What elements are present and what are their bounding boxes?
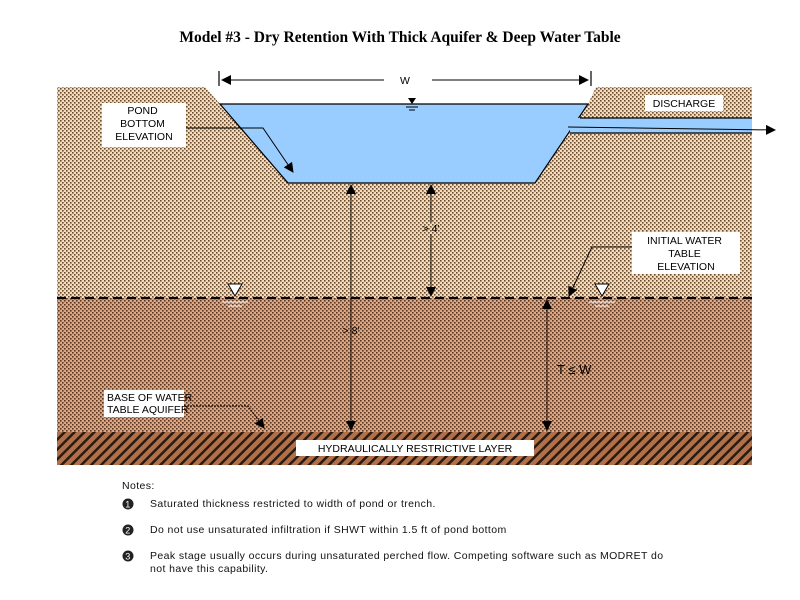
notes-heading: Notes: <box>122 480 155 492</box>
discharge-label: DISCHARGE <box>653 98 715 110</box>
discharge-pipe <box>570 118 752 133</box>
pond-bottom-label: POND BOTTOM ELEVATION <box>115 105 172 143</box>
base-aquifer-label: BASE OF WATER TABLE AQUIFER <box>107 392 195 416</box>
note-number-icon: 2 <box>122 524 134 536</box>
diagram-title: Model #3 - Dry Retention With Thick Aqui… <box>179 29 620 46</box>
water-table-leader <box>568 246 632 297</box>
note-item: 3 Peak stage usually occurs during unsat… <box>122 550 682 576</box>
pond-water-level-icon <box>406 98 418 111</box>
initial-water-table-label: INITIAL WATER TABLE ELEVATION <box>647 235 725 273</box>
water-table-symbol-icon <box>222 283 248 307</box>
depth-to-water-table-label: > 4' <box>423 223 440 235</box>
note-number-icon: 3 <box>122 550 134 562</box>
svg-text:2: 2 <box>125 526 130 536</box>
base-aquifer-leader <box>184 405 265 429</box>
svg-text:1: 1 <box>125 500 130 510</box>
restrictive-layer-label: HYDRAULICALLY RESTRICTIVE LAYER <box>318 443 513 455</box>
svg-text:3: 3 <box>125 552 130 562</box>
note-number-icon: 1 <box>122 498 134 510</box>
notes-section: Notes: 1 Saturated thickness restricted … <box>122 480 682 576</box>
pond-bottom-leader <box>186 127 294 173</box>
saturated-thickness-label: T ≤ W <box>557 362 592 377</box>
note-item: 1 Saturated thickness restricted to widt… <box>122 498 682 511</box>
discharge-arrow <box>567 124 776 135</box>
width-label: W <box>400 75 410 87</box>
water-table-symbol-icon <box>589 283 615 307</box>
note-item: 2 Do not use unsaturated infiltration if… <box>122 524 682 537</box>
depth-to-base-label: > 8' <box>343 325 360 337</box>
pond-water <box>218 103 590 184</box>
sand-layer <box>57 87 752 298</box>
